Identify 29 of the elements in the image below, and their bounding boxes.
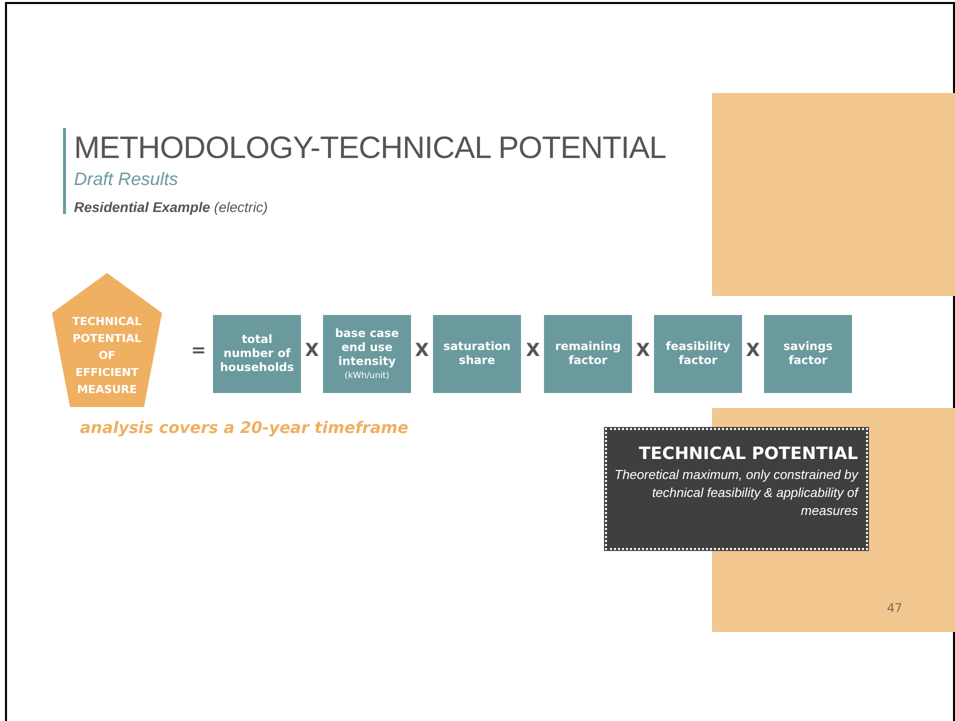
note-text: analysis covers a 20-year timeframe bbox=[80, 418, 408, 437]
factor-box bbox=[654, 315, 742, 393]
factor-box bbox=[213, 315, 301, 393]
factor-label: feasibility factor bbox=[664, 340, 732, 368]
operator: X bbox=[526, 340, 540, 361]
operator: X bbox=[415, 340, 429, 361]
operator: X bbox=[636, 340, 650, 361]
definition-box bbox=[605, 428, 868, 550]
slide-title: METHODOLOGY-TECHNICAL POTENTIAL bbox=[74, 130, 666, 166]
factor-box bbox=[544, 315, 632, 393]
subheading: Residential Example (electric) bbox=[74, 199, 268, 215]
operator: X bbox=[746, 340, 760, 361]
page-number: 47 bbox=[887, 601, 902, 615]
factor-label: total number of households bbox=[218, 333, 296, 375]
definition-text: Theoretical maximum, only constrained by technical feasibility & applicability of measures bbox=[614, 466, 858, 520]
factor-box bbox=[323, 315, 411, 393]
operator: X bbox=[305, 340, 319, 361]
factor-box bbox=[433, 315, 521, 393]
unit-text: (kWh/unit) bbox=[344, 370, 390, 381]
subtitle: Draft Results bbox=[74, 169, 178, 190]
factor-label: saturation share bbox=[442, 340, 512, 368]
factor-label: remaining factor bbox=[554, 340, 622, 368]
operator: = bbox=[191, 340, 206, 361]
factor-label: savings factor bbox=[782, 340, 834, 368]
pentagon-shape bbox=[52, 273, 162, 407]
factor-box bbox=[764, 315, 852, 393]
factor-label: base case end use intensity bbox=[334, 327, 400, 369]
definition-heading: TECHNICAL POTENTIAL bbox=[638, 444, 858, 464]
pentagon-label: TECHNICAL POTENTIAL OF EFFICIENT MEASURE bbox=[71, 314, 143, 398]
